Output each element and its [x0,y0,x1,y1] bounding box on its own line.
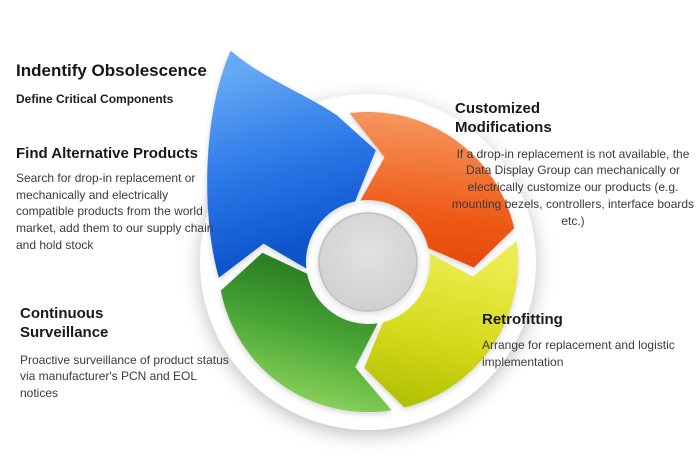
step-body: Search for drop-in replacement or mechan… [16,170,214,252]
continuous-arrow-segment [220,252,392,413]
step-heading: Find Alternative Products [16,145,198,162]
step-body: If a drop-in replacement is not availabl… [451,146,695,228]
retrofitting-arrow-segment [364,241,518,408]
step-heading: Customized Modifications [455,100,552,136]
identify-arrow-segment [207,50,376,278]
step-body: Proactive surveillance of product status… [20,352,229,401]
step-subheading: Define Critical Components [16,92,174,106]
step-body: Arrange for replacement and logistic imp… [482,337,675,369]
cycle-arrow-segments [207,50,518,413]
step-heading: Continuous Surveillance [20,305,109,341]
step-heading: Indentify Obsolescence [16,61,207,80]
step-heading: Retrofitting [482,311,563,328]
step-retrofitting: Retrofitting Arrange for replacement and… [482,311,692,370]
customized-arrow-segment [349,111,515,268]
step-continuous-surveillance: Continuous Surveillance Proactive survei… [20,305,235,402]
step-customized-modifications: Customized Modifications If a drop-in re… [447,100,699,229]
step-find-alternative-products: Find Alternative Products Search for dro… [16,145,226,254]
center-hub-circle [318,212,418,312]
step-identify-obsolescence: Indentify Obsolescence Define Critical C… [16,61,246,106]
